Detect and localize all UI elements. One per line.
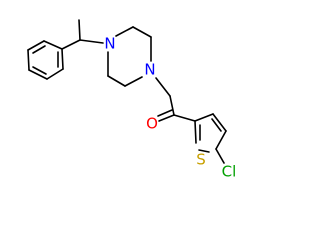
bond [198,149,210,153]
bond [169,95,175,116]
bond [194,120,197,144]
phenyl-ring [27,40,64,80]
bond [27,49,30,71]
piperazine-ring [107,26,152,87]
atom-label-sulfur: S [196,151,206,169]
bond [212,113,227,132]
bond [215,130,227,150]
atom-label-chlorine: Cl [222,163,237,181]
chemical-structure-canvas: N N O S Cl [27,19,237,181]
bond [132,26,152,38]
atom-label-nitrogen-1: N [104,35,115,53]
molecule-drawing: N N O S Cl [27,19,237,181]
bond [194,113,214,122]
bond [173,114,196,122]
bond [61,39,81,50]
double-bond-inner [32,45,46,54]
double-bond-inner [211,118,222,132]
bond [124,76,143,87]
bond [46,68,64,80]
atom-label-oxygen: O [146,115,158,133]
bond [79,39,104,44]
bond [61,48,64,70]
bond [43,40,63,50]
bond [27,40,45,51]
chloro-bond [215,148,225,164]
carbonyl-double-bond [157,109,173,117]
double-bond-inner [32,66,47,75]
atom-label-nitrogen-2: N [144,61,155,79]
bond [115,26,134,37]
thiophene-ring [194,113,227,153]
methyl-bond [78,19,81,41]
bond [28,69,48,80]
bond [155,77,171,97]
carbonyl-bond [158,114,175,122]
bond [107,75,126,87]
